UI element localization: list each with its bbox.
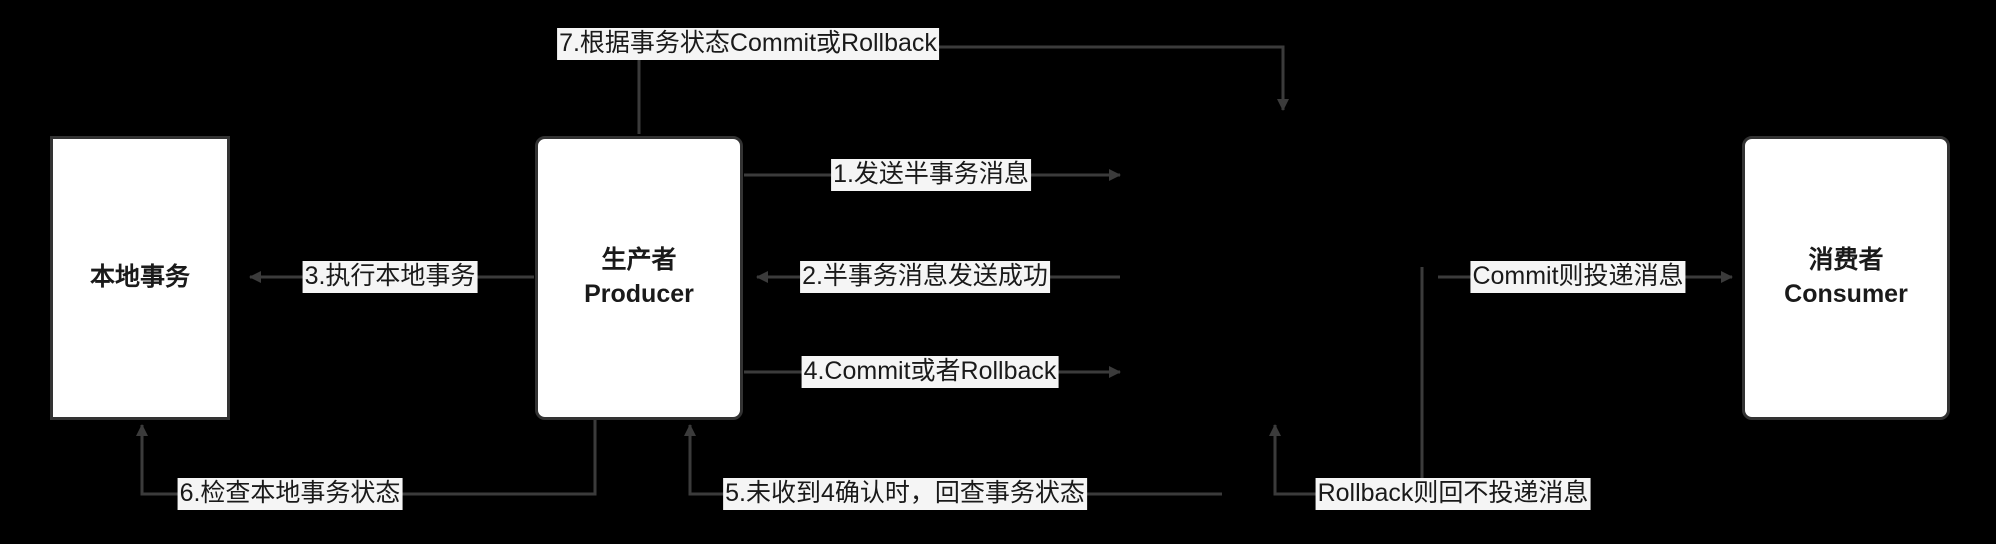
node-local-transaction[interactable]: 本地事务: [50, 136, 230, 420]
node-consumer-label-cn: 消费者: [1808, 246, 1884, 275]
edge-path-rollback: [1269, 267, 1424, 496]
edge-label-commit: Commit则投递消息: [1470, 261, 1686, 293]
edge-label-rollback: Rollback则回不投递消息: [1315, 478, 1591, 510]
node-producer-label-cn: 生产者: [601, 246, 677, 275]
edge-label-1: 1.发送半事务消息: [831, 159, 1031, 191]
edge-label-7: 7.根据事务状态Commit或Rollback: [557, 28, 939, 60]
node-consumer-label-en: Consumer: [1784, 280, 1908, 308]
edge-label-6: 6.检查本地事务状态: [177, 478, 403, 510]
edge-label-3: 3.执行本地事务: [302, 261, 478, 293]
node-producer[interactable]: 生产者 Producer: [535, 136, 743, 420]
node-producer-label-en: Producer: [584, 280, 694, 308]
edge-label-4: 4.Commit或者Rollback: [801, 356, 1059, 388]
edge-label-5: 5.未收到4确认时，回查事务状态: [723, 478, 1087, 510]
edge-path-7: [637, 45, 1289, 134]
node-consumer[interactable]: 消费者 Consumer: [1742, 136, 1950, 420]
edge-label-2: 2.半事务消息发送成功: [800, 261, 1050, 293]
node-local-transaction-label-cn: 本地事务: [89, 263, 190, 292]
